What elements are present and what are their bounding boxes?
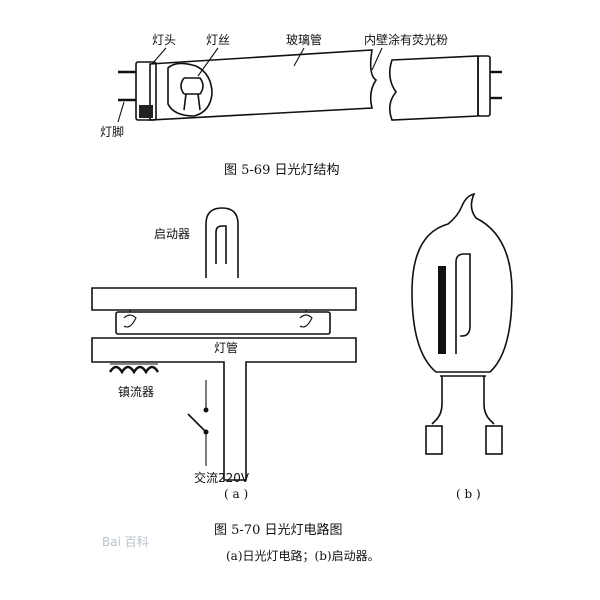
tube-left-cap-shade (139, 105, 153, 118)
switch-contact-top (203, 407, 209, 413)
leader-phosphor (371, 47, 383, 71)
label-ac-220v: 交流220V (194, 470, 250, 485)
label-filament: 灯丝 (206, 33, 230, 47)
tube-right-filament (299, 314, 313, 328)
starter-lead-left (431, 376, 443, 425)
starter-glass-envelope (411, 192, 513, 373)
label-phosphor: 内壁涂有荧光粉 (364, 32, 448, 47)
label-glass-tube: 玻璃管 (286, 32, 322, 47)
tube-right-body (388, 55, 479, 121)
leader-pin (117, 101, 125, 123)
label-starter: 启动器 (154, 227, 190, 241)
switch-blade (187, 413, 207, 433)
subcaption-fig-5-70: (a)日光灯电路；(b)启动器。 (226, 548, 380, 563)
caption-fig-5-70: 图 5-70 日光灯电路图 (214, 522, 342, 538)
label-a: ( a ) (224, 487, 248, 501)
fig-5-70b-starter: ( b ) (411, 192, 513, 501)
starter-lead-right (483, 376, 495, 425)
label-ballast: 镇流器 (118, 385, 154, 399)
tube-right-cap (477, 55, 491, 117)
leader-cap (151, 47, 167, 65)
leader-glass-tube (293, 47, 305, 67)
starter-pin-right (485, 425, 503, 455)
caption-fig-5-69: 图 5-69 日光灯结构 (224, 163, 339, 178)
lower-bus-band (91, 337, 357, 481)
fig-5-69: 灯头 灯丝 玻璃管 内壁涂有荧光粉 灯脚 图 5-69 日光灯结构 (100, 32, 502, 178)
starter-pin-left (425, 425, 443, 455)
label-pin: 灯脚 (100, 124, 124, 139)
tube-left-filament (123, 314, 137, 328)
tube-left-body (149, 49, 378, 121)
leader-filament (197, 47, 219, 77)
starter-bulb (205, 207, 239, 278)
circuit-tube (115, 311, 331, 335)
label-tube: 灯管 (214, 340, 238, 355)
watermark: Bai 百科 (102, 535, 149, 549)
starter-electrode (215, 225, 227, 264)
upper-bus-band (91, 287, 357, 311)
filament (180, 77, 204, 111)
filament-glass-stem (167, 62, 213, 117)
label-cap: 灯头 (152, 33, 176, 47)
ballast-coil (108, 365, 160, 375)
starter-fixed-electrode (455, 253, 471, 354)
tube-left-cap (135, 61, 157, 121)
bimetal-strip (438, 266, 446, 354)
fig-5-70a-circuit: 启动器 灯管 镇流器 交流220V ( a ) (91, 207, 357, 501)
label-b: ( b ) (456, 487, 481, 501)
